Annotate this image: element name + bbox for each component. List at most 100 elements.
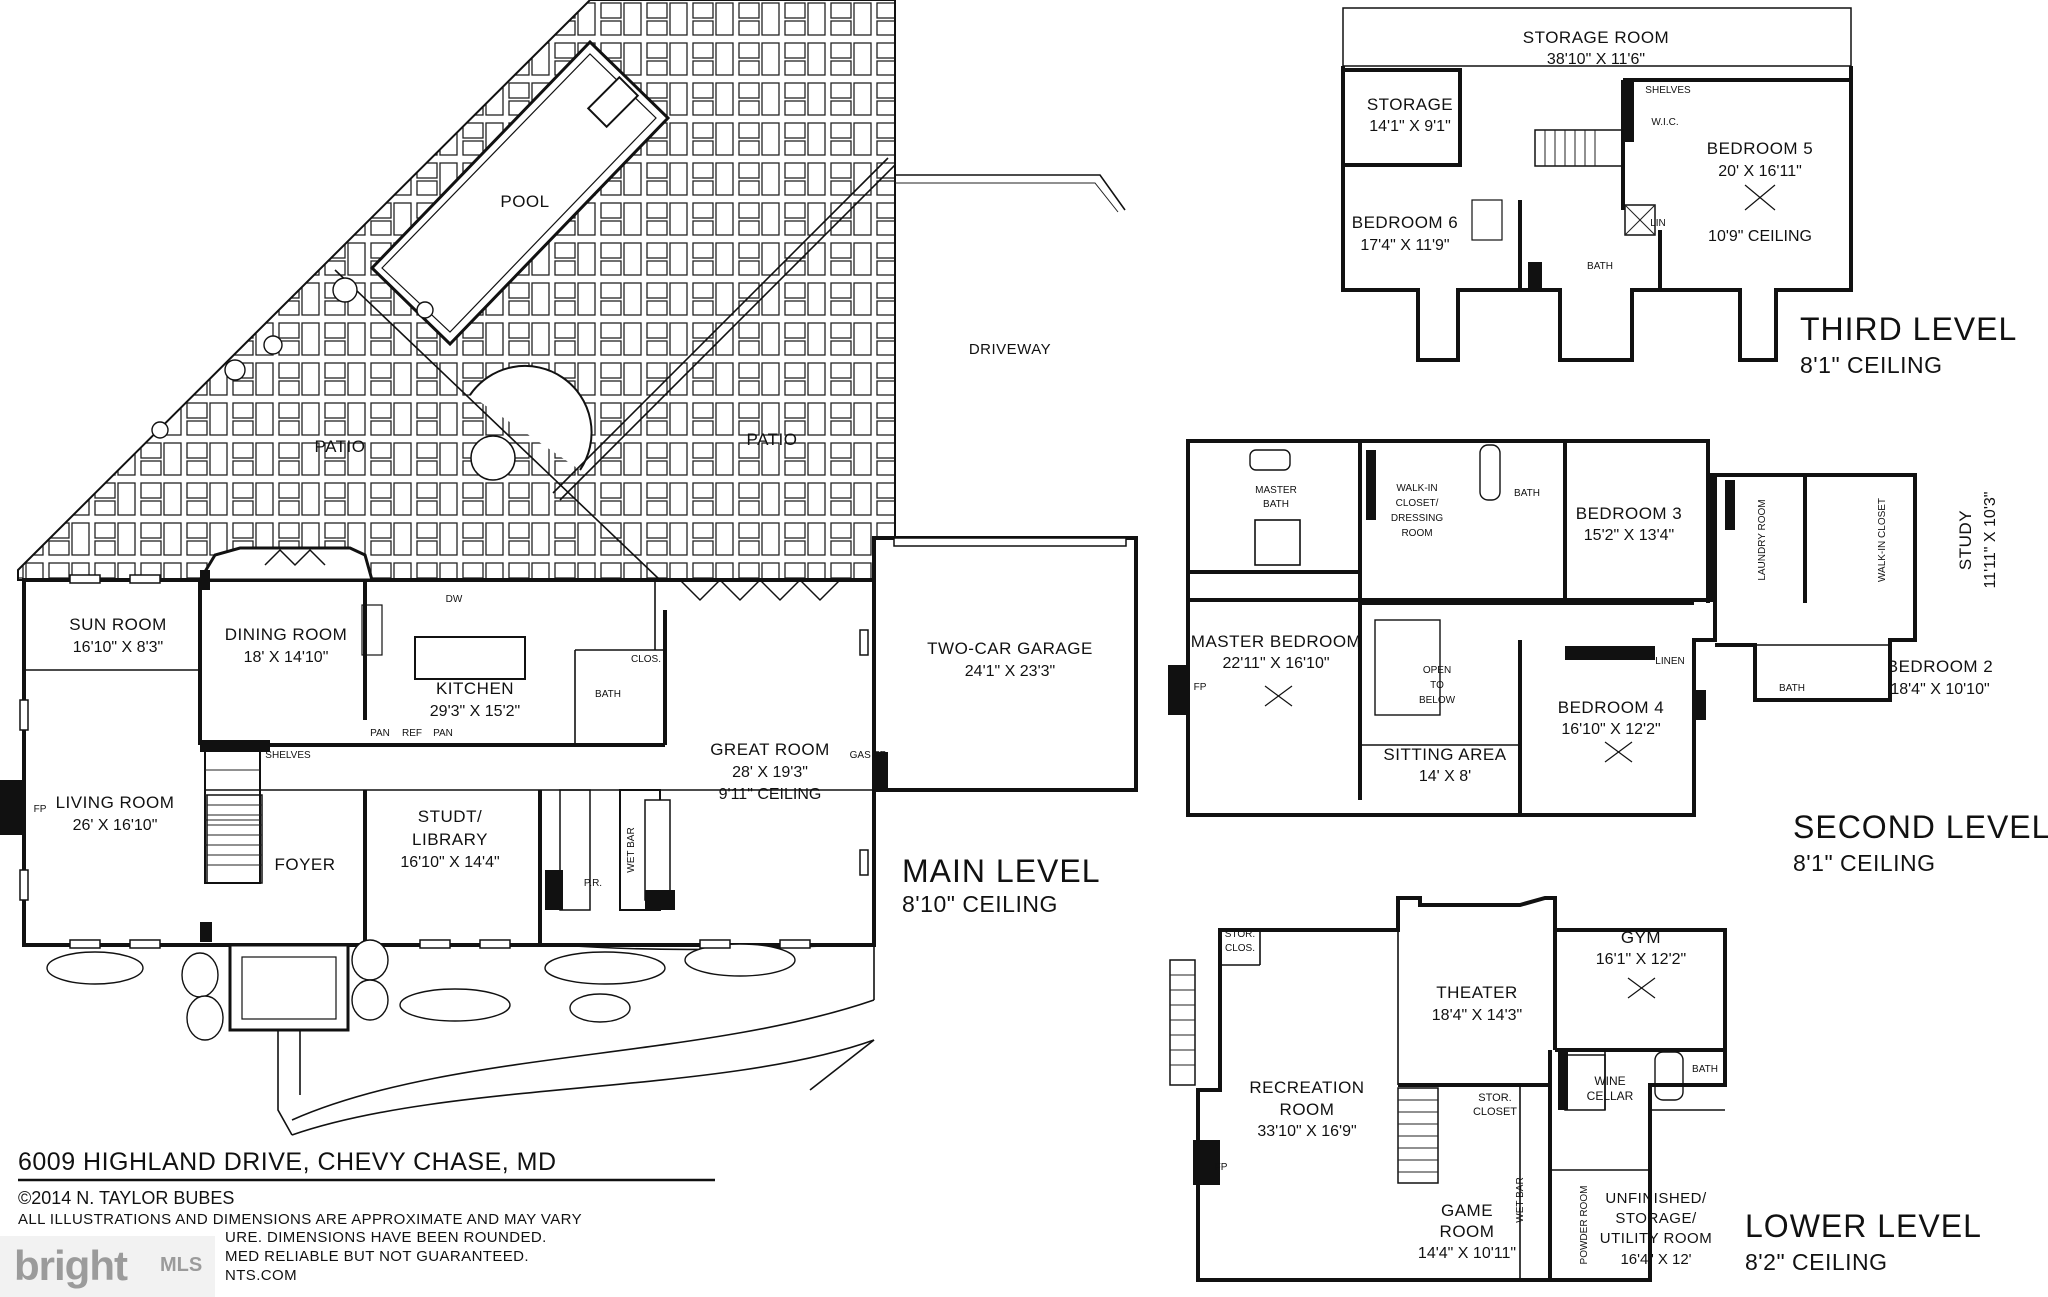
copyright-line: ©2014 N. TAYLOR BUBES xyxy=(18,1188,234,1208)
main-room-dining-name: DINING ROOM xyxy=(225,625,348,644)
main-house-walls xyxy=(22,578,876,947)
lower-room-theater-dims: 18'4" X 14'3" xyxy=(1432,1007,1522,1024)
svg-text:SECOND LEVEL: SECOND LEVEL xyxy=(1793,809,2048,845)
third-level-title: THIRD LEVEL xyxy=(1800,311,2017,347)
main-room-garage-name: TWO-CAR GARAGE xyxy=(927,639,1093,658)
svg-text:14'4" X 10'11": 14'4" X 10'11" xyxy=(1418,1245,1516,1262)
svg-text:GREAT ROOM: GREAT ROOM xyxy=(710,740,830,759)
lower-room-storcloset-a: STOR. xyxy=(1478,1092,1511,1104)
disclaimer-line-2: URE. DIMENSIONS HAVE BEEN ROUNDED. xyxy=(225,1229,547,1246)
mls-watermark: bright MLS xyxy=(0,1236,215,1297)
second-room-bed4-name: BEDROOM 4 xyxy=(1558,698,1665,717)
garage-walls xyxy=(872,536,1138,792)
outdoor-driveway-label: DRIVEWAY xyxy=(969,341,1051,358)
lower-stairs-inside xyxy=(1397,1087,1439,1184)
outdoor-patio-right: PATIO xyxy=(747,430,798,449)
svg-text:STORAGE ROOM: STORAGE ROOM xyxy=(1523,28,1669,47)
main-room-living-dims: 26' X 16'10" xyxy=(73,817,158,834)
svg-text:WET BAR: WET BAR xyxy=(1515,1177,1526,1222)
second-room-sitting-name: SITTING AREA xyxy=(1383,745,1506,764)
second-label-bath2: BATH xyxy=(1779,683,1805,694)
driveway-edge xyxy=(895,174,1126,211)
svg-text:8'2" CEILING: 8'2" CEILING xyxy=(1745,1249,1888,1275)
svg-text:BATH: BATH xyxy=(1263,499,1289,510)
main-label-shelves: SHELVES xyxy=(265,750,311,761)
third-room-bed6-dims: 17'4" X 11'9" xyxy=(1360,237,1449,254)
svg-text:OPEN: OPEN xyxy=(1423,665,1451,676)
svg-text:BATH: BATH xyxy=(595,689,621,700)
svg-text:UNFINISHED/: UNFINISHED/ xyxy=(1605,1190,1707,1207)
svg-text:BATH: BATH xyxy=(1779,683,1805,694)
svg-text:THEATER: THEATER xyxy=(1436,983,1518,1002)
lower-room-game-sub: ROOM xyxy=(1440,1222,1495,1241)
watermark-brand: bright xyxy=(14,1242,128,1289)
third-room-storageroom-dims: 38'10" X 11'6" xyxy=(1547,51,1645,68)
main-label-gasfp: GAS FP xyxy=(850,750,887,761)
main-room-sunroom-dims: 16'10" X 8'3" xyxy=(73,639,163,656)
svg-text:PAN: PAN xyxy=(433,728,453,739)
svg-text:CLOS.: CLOS. xyxy=(631,654,661,665)
front-portico xyxy=(228,943,350,1032)
svg-text:MED RELIABLE BUT NOT GUARANTEE: MED RELIABLE BUT NOT GUARANTEED. xyxy=(225,1248,529,1265)
svg-text:DINING ROOM: DINING ROOM xyxy=(225,625,348,644)
svg-text:BATH: BATH xyxy=(1587,261,1613,272)
svg-text:ROOM: ROOM xyxy=(1401,528,1432,539)
second-room-master-dims: 22'11" X 16'10" xyxy=(1222,655,1329,672)
svg-text:SITTING AREA: SITTING AREA xyxy=(1383,745,1506,764)
svg-text:14' X 8': 14' X 8' xyxy=(1419,768,1471,785)
second-room-masterbath-a: MASTER xyxy=(1255,485,1297,496)
svg-text:18'4" X 10'10": 18'4" X 10'10" xyxy=(1890,681,1989,698)
master-bedroom-fan xyxy=(1264,685,1293,707)
lower-room-utility-a: UNFINISHED/ xyxy=(1605,1190,1707,1207)
second-room-bed3-name: BEDROOM 3 xyxy=(1576,504,1683,523)
lower-level-ceiling: 8'2" CEILING xyxy=(1745,1249,1888,1275)
svg-text:SHELVES: SHELVES xyxy=(265,750,311,761)
main-label-wetbar: WET BAR xyxy=(626,827,637,872)
second-room-closet-a: WALK-IN xyxy=(1396,483,1437,494)
lower-level-title: LOWER LEVEL xyxy=(1745,1208,1982,1244)
second-room-study-name: STUDY xyxy=(1956,510,1975,570)
svg-text:22'11" X 16'10": 22'11" X 16'10" xyxy=(1222,655,1329,672)
svg-text:FOYER: FOYER xyxy=(274,855,335,874)
main-windows xyxy=(19,574,869,949)
svg-text:FP: FP xyxy=(1194,682,1207,693)
gym-fan xyxy=(1627,977,1656,999)
third-room-storage-name: STORAGE xyxy=(1367,95,1453,114)
svg-text:WALK-IN: WALK-IN xyxy=(1396,483,1437,494)
disclaimer-line-3: MED RELIABLE BUT NOT GUARANTEED. xyxy=(225,1248,529,1265)
second-room-master-name: MASTER BEDROOM xyxy=(1191,632,1361,651)
svg-text:GYM: GYM xyxy=(1621,928,1661,947)
svg-text:MAIN LEVEL: MAIN LEVEL xyxy=(902,853,1101,889)
lower-stairs-outside xyxy=(1169,959,1196,1086)
svg-text:URE. DIMENSIONS HAVE BEEN ROUN: URE. DIMENSIONS HAVE BEEN ROUNDED. xyxy=(225,1229,547,1246)
svg-text:9'11" CEILING: 9'11" CEILING xyxy=(719,786,822,803)
svg-text:LAUNDRY ROOM: LAUNDRY ROOM xyxy=(1757,499,1768,580)
svg-text:STORAGE/: STORAGE/ xyxy=(1615,1210,1697,1227)
second-room-study-dims: 11'11" X 10'3" xyxy=(1982,492,1999,589)
svg-text:PAN: PAN xyxy=(370,728,390,739)
svg-text:LIVING ROOM: LIVING ROOM xyxy=(56,793,175,812)
svg-text:STUDY: STUDY xyxy=(1956,510,1975,570)
second-level-plan: MASTER BATH WALK-IN CLOSET/ DRESSING ROO… xyxy=(1168,439,2048,876)
svg-text:WINE: WINE xyxy=(1594,1074,1625,1088)
svg-text:STOR.: STOR. xyxy=(1225,929,1255,940)
svg-text:15'2" X 13'4": 15'2" X 13'4" xyxy=(1584,527,1674,544)
outdoor-pool-label: POOL xyxy=(500,192,549,211)
outdoor-patio-left: PATIO xyxy=(315,437,366,456)
main-label-pan1: PAN xyxy=(370,728,390,739)
main-room-kitchen-name: KITCHEN xyxy=(436,679,514,698)
svg-text:MASTER BEDROOM: MASTER BEDROOM xyxy=(1191,632,1361,651)
svg-text:CLOS.: CLOS. xyxy=(1225,943,1255,954)
main-stairs xyxy=(206,794,263,884)
svg-text:8'1" CEILING: 8'1" CEILING xyxy=(1793,850,1936,876)
svg-text:38'10" X 11'6": 38'10" X 11'6" xyxy=(1547,51,1645,68)
svg-text:17'4" X 11'9": 17'4" X 11'9" xyxy=(1360,237,1449,254)
third-label-lin: LIN xyxy=(1650,218,1666,229)
bedroom4-fan xyxy=(1604,741,1633,763)
third-room-bed6-name: BEDROOM 6 xyxy=(1352,213,1459,232)
lower-room-wine-b: CELLAR xyxy=(1587,1089,1634,1103)
svg-text:TO: TO xyxy=(1430,680,1444,691)
svg-text:24'1" X 23'3": 24'1" X 23'3" xyxy=(965,663,1055,680)
main-label-bath: BATH xyxy=(595,689,621,700)
